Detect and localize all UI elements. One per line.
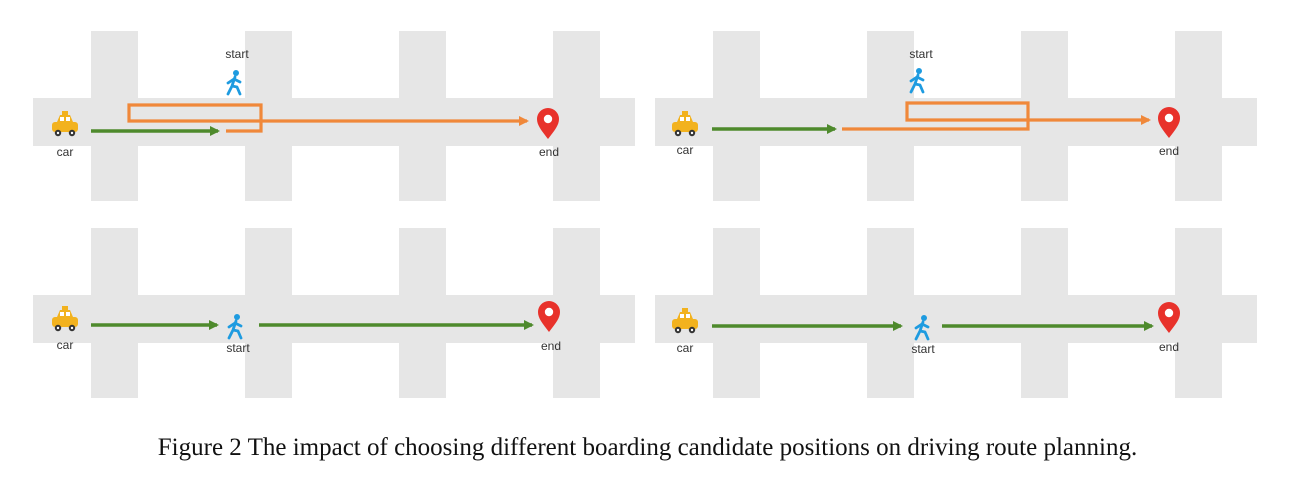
end-label: end (541, 339, 561, 353)
car-label: car (677, 341, 694, 355)
panel-bottom-right: car start end (655, 228, 1257, 398)
end-label: end (1159, 340, 1179, 354)
orange-detour-route (842, 101, 1151, 131)
end-label: end (539, 145, 559, 159)
pedestrian-icon (226, 68, 242, 96)
car-label: car (57, 145, 74, 159)
figure-caption: Figure 2 The impact of choosing differen… (157, 434, 1138, 461)
end-label: end (1159, 144, 1179, 158)
car-label: car (57, 338, 74, 352)
figure-diagram: car start end car start end car start en… (33, 31, 1257, 398)
start-label: start (226, 341, 250, 355)
start-label: start (225, 47, 249, 61)
car-label: car (677, 143, 694, 157)
start-label: start (911, 342, 935, 356)
orange-detour-route (127, 103, 529, 133)
panel-top-right: car start end (655, 31, 1257, 201)
start-label: start (909, 47, 933, 61)
panel-bottom-left: car start end (33, 228, 635, 398)
panel-top-left: car start end (33, 31, 635, 201)
